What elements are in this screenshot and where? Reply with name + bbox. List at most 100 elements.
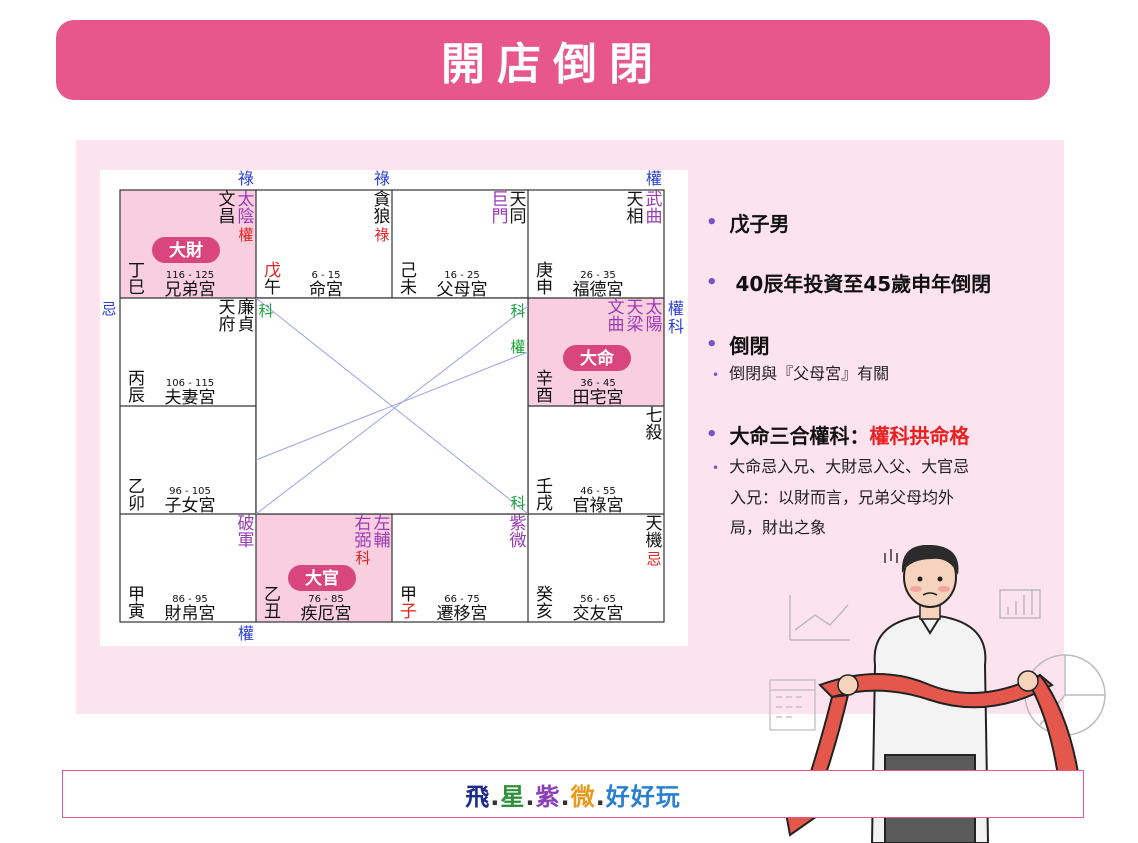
bullet-4: • 大命三合權科：權科拱命格 (700, 420, 970, 449)
svg-text:卯: 卯 (128, 494, 145, 514)
bullet-dot-icon: • (706, 334, 718, 355)
svg-text:76 - 85: 76 - 85 (308, 594, 343, 605)
svg-text:權: 權 (238, 226, 253, 244)
svg-text:太: 太 (646, 298, 663, 318)
svg-text:文: 文 (608, 298, 625, 318)
svg-text:交友宮: 交友宮 (573, 604, 624, 624)
svg-text:武: 武 (646, 190, 663, 210)
svg-text:右: 右 (355, 514, 372, 534)
svg-text:6 - 15: 6 - 15 (311, 270, 340, 281)
svg-text:文: 文 (219, 190, 236, 210)
svg-text:26 - 35: 26 - 35 (580, 270, 615, 281)
sub-dot-icon: • (712, 461, 720, 475)
hua-ji-left: 忌 (101, 300, 116, 318)
brand-logo: 飛.星.紫.微.好好玩 (465, 782, 681, 811)
svg-text:微: 微 (510, 531, 527, 551)
svg-text:天: 天 (510, 190, 527, 210)
hua-ke-right: 科 (668, 317, 684, 336)
svg-text:曲: 曲 (608, 315, 625, 335)
svg-text:寅: 寅 (128, 602, 145, 622)
man-hand-left (837, 674, 859, 696)
svg-text:甲: 甲 (400, 585, 417, 605)
bullet-2-text: 40辰年投資至45歲申年倒閉 (735, 272, 992, 296)
svg-text:丑: 丑 (264, 602, 281, 622)
bullet-dot-icon: • (706, 212, 718, 233)
svg-text:門: 門 (492, 207, 509, 227)
svg-text:酉: 酉 (536, 386, 553, 406)
bullet-1-text: 戊子男 (729, 212, 790, 236)
label-da-cai: 大財 (169, 240, 203, 261)
svg-text:丙: 丙 (128, 369, 145, 389)
bullet-3-sub: •倒閉與『父母宮』有關 (712, 364, 890, 383)
man-blush (910, 586, 922, 592)
svg-text:106 - 115: 106 - 115 (166, 378, 214, 389)
man-mouth (922, 592, 938, 596)
palace-you: 文 曲 天 梁 太 陽 辛 酉 36 - 45 田宅宮 (536, 298, 663, 408)
man-eye-left (917, 576, 923, 582)
red-ribbon (818, 673, 1054, 709)
svg-text:昌: 昌 (219, 207, 236, 227)
svg-text:陰: 陰 (238, 207, 255, 227)
svg-text:七: 七 (646, 406, 663, 426)
hua-quan-inner-right: 權 (510, 338, 525, 356)
svg-text:乙: 乙 (128, 477, 145, 497)
svg-text:殺: 殺 (646, 423, 663, 443)
svg-text:貪: 貪 (374, 189, 391, 210)
bullet-4-prefix: 大命三合權科： (729, 424, 870, 448)
palace-zi: 紫 微 甲 子 66 - 75 遷移宮 (400, 514, 527, 624)
svg-text:田宅宮: 田宅宮 (573, 388, 624, 408)
hua-ke-inner-right-top: 科 (510, 302, 525, 320)
label-da-ming-pill (563, 345, 631, 371)
svg-text:同: 同 (510, 207, 527, 227)
svg-text:太: 太 (238, 190, 255, 210)
label-da-cai-pill (152, 237, 220, 263)
svg-text:天: 天 (219, 298, 236, 318)
hua-quan-right: 權 (668, 299, 684, 318)
svg-text:左: 左 (374, 514, 391, 534)
svg-text:天: 天 (646, 514, 663, 534)
svg-text:未: 未 (400, 278, 417, 298)
doodle-chart-icon (789, 589, 1041, 641)
man-hair (901, 545, 959, 575)
palace-wei: 巨 門 天 同 己 未 16 - 25 父母宮 (400, 190, 527, 300)
svg-text:96 - 105: 96 - 105 (169, 486, 211, 497)
svg-text:梁: 梁 (627, 315, 644, 335)
label-da-guan: 大官 (305, 568, 339, 589)
svg-text:子: 子 (400, 602, 417, 622)
svg-text:機: 機 (646, 531, 663, 551)
svg-text:46 - 55: 46 - 55 (580, 486, 615, 497)
svg-text:癸: 癸 (536, 585, 553, 605)
palace-si: 文 昌 太 陰 權 丁 巳 116 - 125 兄弟宮 (128, 190, 255, 300)
svg-text:相: 相 (627, 207, 644, 227)
bullet-1: • 戊子男 (700, 208, 790, 237)
svg-text:亥: 亥 (536, 602, 553, 622)
svg-text:兄弟宮: 兄弟宮 (165, 280, 216, 300)
hua-ke-inner-topleft: 科 (258, 302, 273, 320)
svg-text:天: 天 (627, 190, 644, 210)
hua-lu-2: 祿 (374, 170, 390, 188)
bullet-4-sub: •大命忌入兄、大財忌入父、大官忌 入兄：以財而言，兄弟父母均外 局，財出之象 (712, 457, 970, 537)
svg-text:命宮: 命宮 (309, 280, 343, 300)
svg-text:廉: 廉 (238, 298, 255, 318)
bullet-3-text: 倒閉 (729, 334, 770, 358)
svg-text:曲: 曲 (646, 207, 663, 227)
bullet-dot-icon: • (706, 424, 718, 445)
center-lines (255, 297, 529, 515)
svg-text:陽: 陽 (646, 315, 663, 335)
svg-text:遷移宮: 遷移宮 (437, 604, 488, 624)
svg-text:丁: 丁 (128, 261, 145, 281)
svg-text:巨: 巨 (492, 190, 509, 210)
svg-text:56 - 65: 56 - 65 (580, 594, 615, 605)
svg-text:己: 己 (400, 261, 417, 281)
svg-text:戌: 戌 (536, 494, 553, 514)
svg-text:辛: 辛 (536, 369, 553, 389)
svg-text:紫: 紫 (510, 514, 527, 534)
svg-text:軍: 軍 (238, 531, 255, 551)
svg-text:弼: 弼 (355, 531, 372, 551)
palace-wu: 貪 狼 祿 戊 午 6 - 15 命宮 (264, 189, 391, 300)
svg-text:36 - 45: 36 - 45 (580, 378, 615, 389)
svg-text:天: 天 (627, 298, 644, 318)
palace-hai: 天 機 忌 癸 亥 56 - 65 交友宮 (536, 514, 663, 624)
palace-xu: 七 殺 壬 戌 46 - 55 官祿宮 (536, 406, 663, 516)
title-banner: 開店倒閉 (56, 20, 1050, 100)
